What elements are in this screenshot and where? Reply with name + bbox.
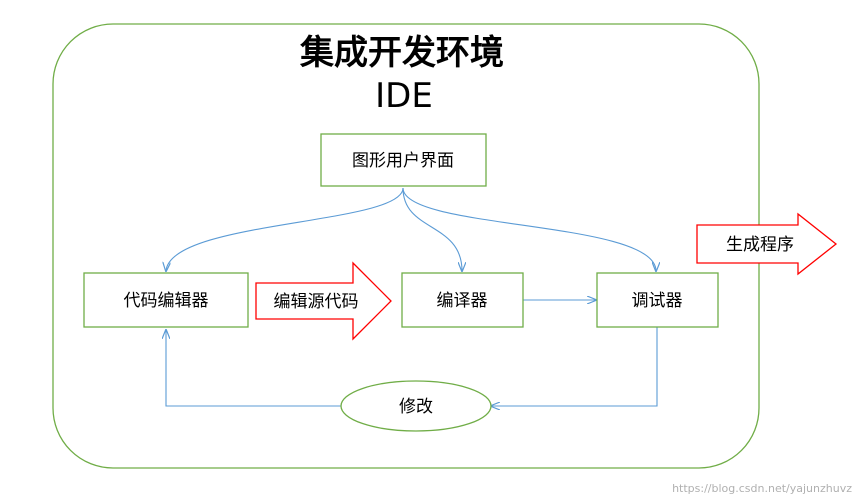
modify-ellipse xyxy=(340,380,492,432)
gui-box xyxy=(320,133,487,187)
connector-gui-to-debugger xyxy=(402,187,656,271)
gui-label: 图形用户界面 xyxy=(352,151,454,171)
compiler-label: 编译器 xyxy=(437,291,488,311)
edit-source-arrow-shape xyxy=(255,261,392,341)
watermark: https://blog.csdn.net/yajunzhuvz xyxy=(672,482,852,495)
edit-source-label: 编辑源代码 xyxy=(274,292,359,312)
diagram-title: 集成开发环境 xyxy=(299,33,504,73)
connector-gui-to-editor xyxy=(166,187,404,271)
code-editor-box xyxy=(83,272,249,328)
connectors xyxy=(166,187,658,407)
generate-program-label: 生成程序 xyxy=(726,235,794,255)
compiler-box xyxy=(401,272,524,328)
debugger-label: 调试器 xyxy=(632,291,683,311)
code-editor-label: 代码编辑器 xyxy=(124,291,209,311)
connector-gui-to-compiler xyxy=(402,187,462,271)
generate-program-arrow-shape xyxy=(696,212,838,276)
debugger-box xyxy=(596,272,719,328)
modify-label: 修改 xyxy=(399,397,433,417)
diagram-subtitle: IDE xyxy=(375,76,433,116)
connector-modify-to-editor xyxy=(166,330,341,407)
connector-debugger-to-modify xyxy=(491,327,658,406)
